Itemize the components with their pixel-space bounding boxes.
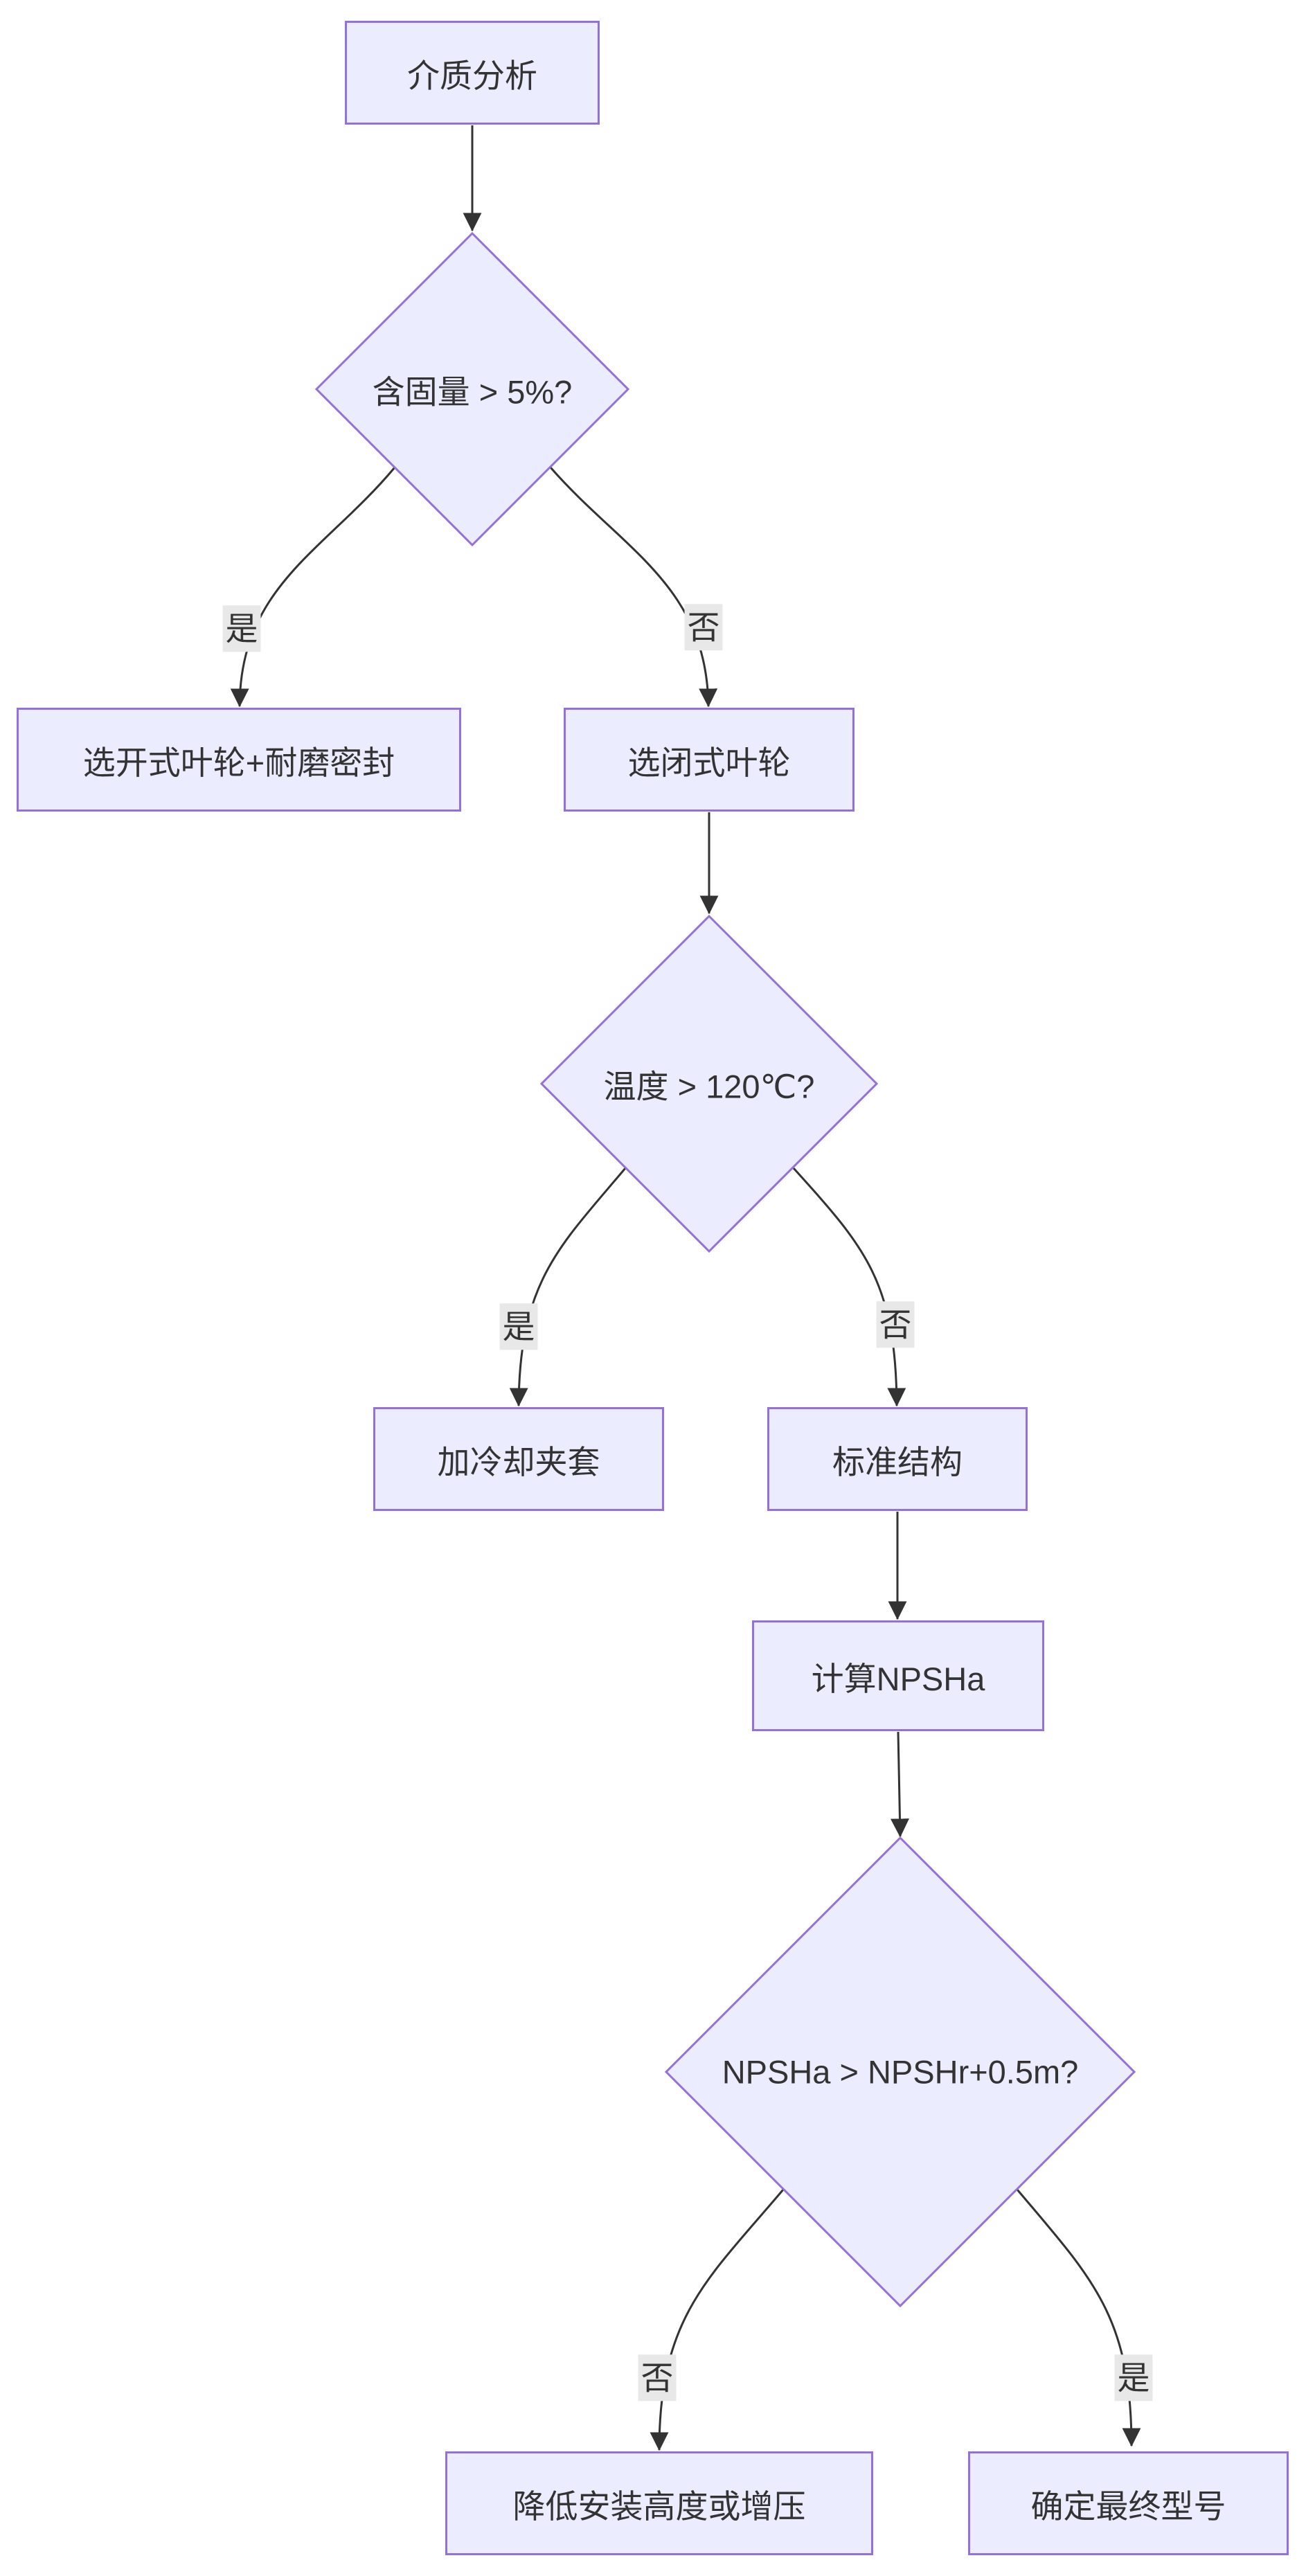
node-lower-height-or-boost: 降低安装高度或增压	[445, 2451, 873, 2555]
node-standard-structure: 标准结构	[767, 1407, 1028, 1511]
edge-solids-no-to-closed-impeller	[549, 467, 718, 708]
edge-label-yes-1: 是	[222, 605, 261, 652]
node-calc-npsha: 计算NPSHa	[752, 1620, 1044, 1731]
diamond-solids-question	[314, 231, 630, 547]
node-cooling-jacket: 加冷却夹套	[373, 1407, 664, 1511]
diamond-temp-question	[539, 914, 879, 1253]
edge-label-yes-2: 是	[499, 1303, 538, 1350]
diamond-label-npsh-question: NPSHa > NPSHr+0.5m?	[722, 2053, 1079, 2091]
edge-solids-yes-to-open-impeller	[230, 467, 396, 708]
edge-npsh-no-to-lower-height	[650, 2189, 785, 2451]
edge-label-yes-3: 是	[1114, 2354, 1153, 2401]
node-media-analysis: 介质分析	[345, 21, 600, 125]
edge-calc-npsha-to-npsh-question	[890, 1731, 909, 1838]
diamond-label-temp-question: 温度 > 120℃?	[603, 1068, 815, 1105]
node-open-impeller: 选开式叶轮+耐磨密封	[17, 708, 461, 812]
diamond-npsh-question	[664, 1836, 1136, 2308]
edge-temp-no-to-standard-structure	[792, 1167, 906, 1407]
edge-label-no-1: 否	[684, 604, 723, 651]
edge-label-no-2: 否	[876, 1301, 915, 1348]
node-closed-impeller: 选闭式叶轮	[564, 708, 855, 812]
edge-label-no-3: 否	[638, 2354, 677, 2401]
node-final-model: 确定最终型号	[968, 2451, 1289, 2555]
edge-npsh-yes-to-final-model	[1016, 2189, 1141, 2447]
diamond-label-solids-question: 含固量 > 5%?	[372, 373, 573, 411]
edge-temp-yes-to-cooling-jacket	[509, 1168, 627, 1407]
